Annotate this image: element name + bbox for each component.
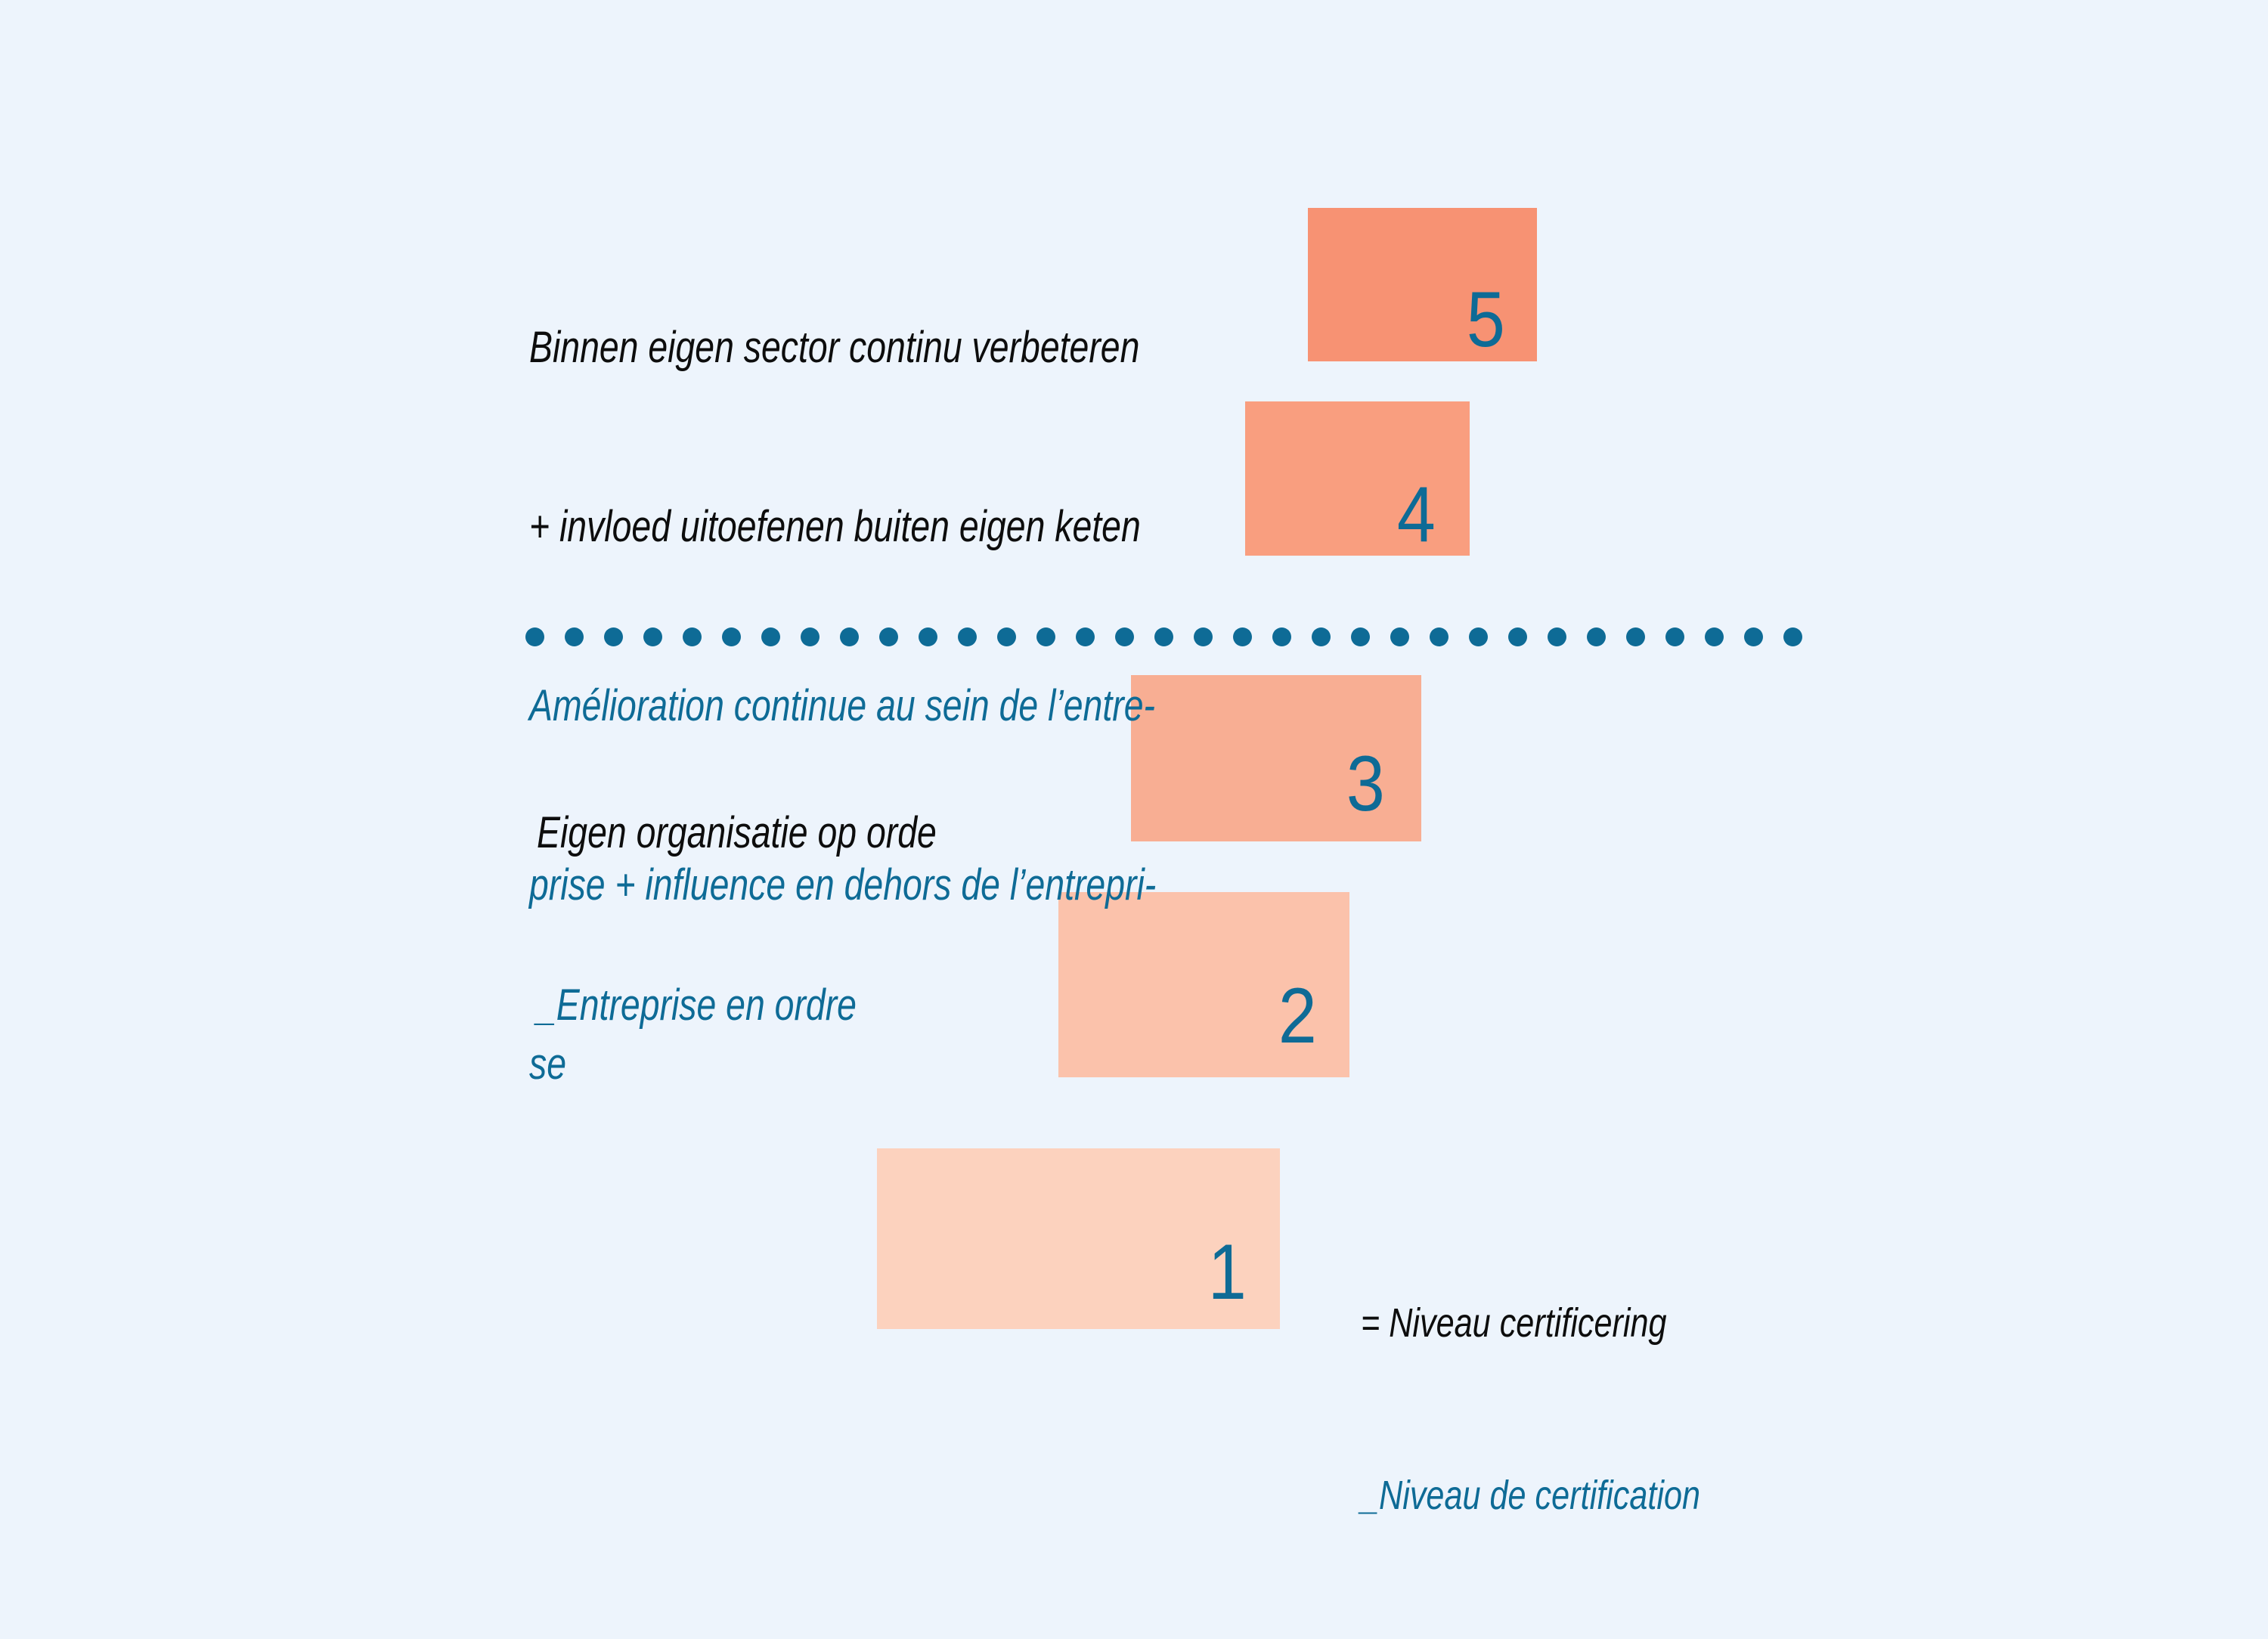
divider-dot	[1036, 627, 1055, 646]
level-bar-3: 3	[1131, 675, 1421, 841]
divider-dot	[1626, 627, 1645, 646]
divider-dot	[1665, 627, 1684, 646]
level-number-2: 2	[1278, 972, 1317, 1060]
level-number-1: 1	[1207, 1228, 1247, 1316]
divider-dot	[840, 627, 859, 646]
divider-dot	[1587, 627, 1606, 646]
level-bar-2: 2	[1058, 892, 1349, 1077]
divider-dot	[1744, 627, 1763, 646]
divider-dot	[1312, 627, 1331, 646]
divider-dot	[1076, 627, 1095, 646]
divider-dot	[1548, 627, 1566, 646]
certification-legend: = Niveau certificering _Niveau de certif…	[1361, 1179, 1785, 1639]
level-bar-5: 5	[1308, 208, 1537, 361]
divider-dot	[1194, 627, 1213, 646]
lower-tier-description: Eigen organisatie op orde _Entreprise en…	[537, 689, 1036, 1149]
divider-dot	[958, 627, 977, 646]
divider-dot	[1705, 627, 1724, 646]
divider-dot	[643, 627, 662, 646]
divider-dot	[997, 627, 1016, 646]
lower-tier-nl-line-1: Eigen organisatie op orde	[537, 808, 937, 857]
divider-dot	[604, 627, 623, 646]
level-number-5: 5	[1466, 276, 1505, 364]
infographic-canvas: 5 4 3 2 1 Binnen eigen sector continu ve…	[525, 198, 1803, 1518]
divider-dot	[683, 627, 702, 646]
divider-dot	[565, 627, 584, 646]
divider-dot	[1154, 627, 1173, 646]
upper-tier-description: Binnen eigen sector continu verbeteren +…	[529, 198, 1313, 1213]
upper-tier-nl-line-2: + invloed uitoefenen buiten eigen keten	[529, 502, 1141, 551]
upper-tier-fr-line-2: prise + influence en dehors de l’entrepr…	[529, 860, 1157, 909]
divider-dot	[801, 627, 820, 646]
level-bar-4: 4	[1245, 401, 1470, 556]
divider-dot	[1233, 627, 1252, 646]
divider-dot	[1351, 627, 1370, 646]
divider-dot	[1115, 627, 1134, 646]
divider-dot	[919, 627, 937, 646]
divider-dot	[1469, 627, 1488, 646]
divider-dot	[722, 627, 741, 646]
level-bar-1: 1	[877, 1148, 1280, 1329]
upper-tier-fr-line-3: se	[529, 1039, 567, 1089]
divider-dot	[1272, 627, 1291, 646]
certification-legend-fr: _Niveau de certification	[1361, 1473, 1701, 1518]
upper-tier-fr-line-1: Amélioration continue au sein de l’entre…	[529, 681, 1155, 730]
divider-dot	[1430, 627, 1448, 646]
level-number-3: 3	[1346, 740, 1385, 828]
divider-dot	[1390, 627, 1409, 646]
divider-dot	[879, 627, 898, 646]
upper-tier-nl-line-1: Binnen eigen sector continu verbeteren	[529, 323, 1140, 372]
divider-dot	[1508, 627, 1527, 646]
divider-dot	[761, 627, 780, 646]
divider-dot	[1783, 627, 1802, 646]
level-number-4: 4	[1396, 471, 1436, 559]
lower-tier-fr-line-1: _Entreprise en ordre	[537, 981, 857, 1030]
dotted-divider	[525, 627, 1803, 647]
certification-legend-nl: = Niveau certificering	[1361, 1300, 1667, 1346]
divider-dot	[525, 627, 544, 646]
